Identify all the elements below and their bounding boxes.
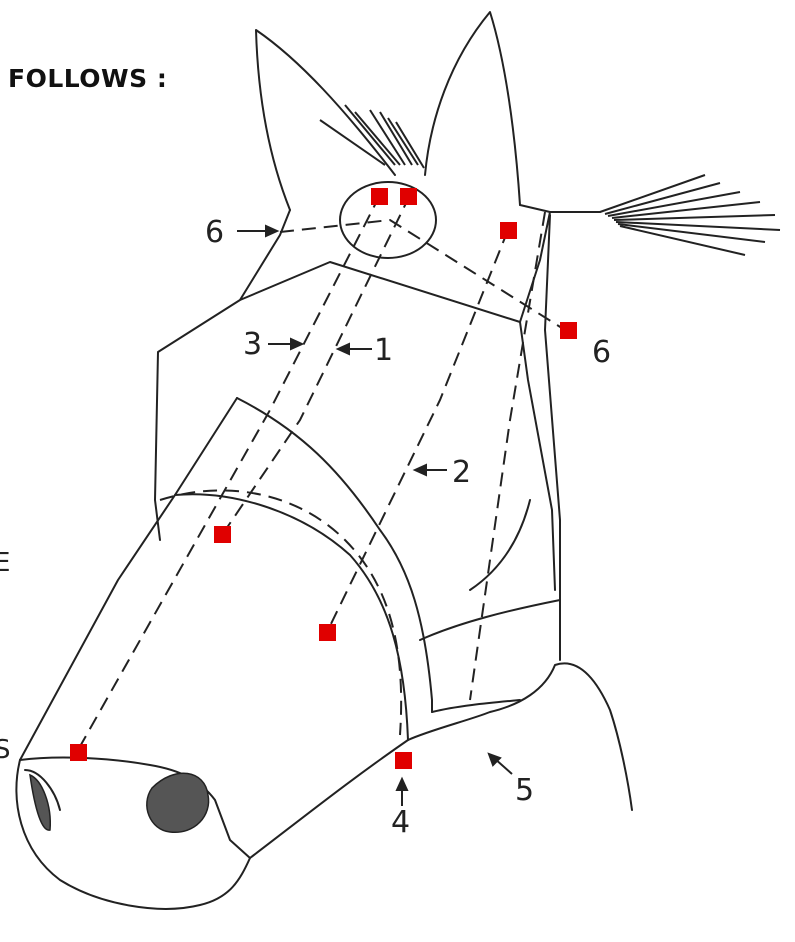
horse-outline	[16, 12, 632, 909]
marker-nose	[70, 744, 87, 761]
nostril-right	[147, 773, 209, 832]
label-4: 4	[391, 805, 410, 840]
label-3: 3	[243, 327, 262, 362]
line-5	[470, 212, 545, 700]
marker-throat	[560, 322, 577, 339]
forelock-hair	[320, 105, 424, 168]
marker-eye-right	[400, 188, 417, 205]
marker-poll	[500, 222, 517, 239]
marker-noseband	[319, 624, 336, 641]
label-5: 5	[515, 773, 534, 808]
marker-chin	[395, 752, 412, 769]
marker-eye-left	[371, 188, 388, 205]
label-6-right: 6	[592, 335, 611, 370]
measurement-lines	[78, 195, 565, 750]
mane-hair	[600, 175, 780, 255]
label-6-left: 6	[205, 215, 224, 250]
marker-cheek	[214, 526, 231, 543]
noseband-dashed-curve	[160, 490, 401, 735]
label-2: 2	[452, 455, 471, 490]
right-ear	[425, 12, 520, 205]
label-1: 1	[374, 333, 393, 368]
